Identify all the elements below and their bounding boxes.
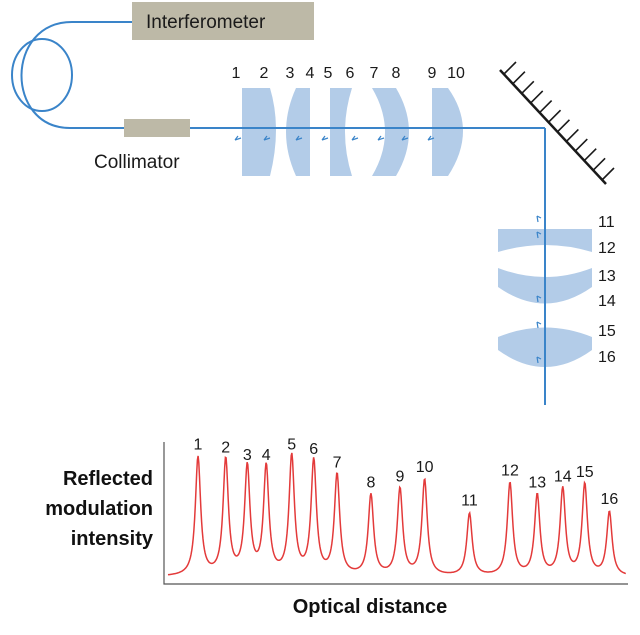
reflection-arrow [536, 215, 542, 223]
surface-label-13: 13 [598, 268, 616, 285]
peak-label-4: 4 [262, 447, 271, 464]
reflection-arrow [321, 135, 329, 141]
mirror-hatch-mark [521, 80, 535, 94]
reflection-arrow [377, 135, 385, 141]
reflection-arrow [536, 356, 542, 364]
peak-label-10: 10 [416, 459, 434, 476]
reflection-signal-curve [167, 452, 627, 576]
mirror-hatch-mark [539, 99, 553, 114]
lens-element-a [242, 88, 276, 176]
peak-label-6: 6 [309, 441, 318, 458]
interferometer-box [132, 2, 314, 40]
mirror-hatch-mark [530, 90, 544, 104]
peak-label-2: 2 [221, 439, 230, 456]
reflection-arrow [536, 231, 542, 239]
surface-label-12: 12 [598, 240, 616, 257]
y-axis-label: Reflected modulation intensity [45, 468, 154, 550]
surface-label-4: 4 [306, 65, 315, 82]
surface-label-14: 14 [598, 293, 616, 310]
reflection-arrow [427, 135, 435, 141]
peak-label-8: 8 [366, 474, 375, 491]
reflection-arrow [536, 295, 542, 303]
surface-label-5: 5 [324, 65, 333, 82]
surface-label-9: 9 [428, 65, 437, 82]
optical-fiber [20, 21, 132, 129]
fiber-coil [11, 38, 73, 112]
mirror-hatch-mark [574, 138, 588, 152]
peak-label-14: 14 [554, 468, 572, 485]
collimator-box [124, 119, 190, 137]
lens-element-e [432, 88, 463, 176]
peak-label-16: 16 [601, 491, 619, 508]
peak-label-15: 15 [576, 464, 594, 481]
mirror-hatch-mark [592, 157, 606, 171]
reflection-arrow [263, 135, 271, 141]
reflection-arrow [295, 135, 303, 141]
x-axis-label: Optical distance [293, 596, 448, 618]
interferometer-label: Interferometer [146, 12, 266, 33]
mirror-hatch-mark [601, 167, 615, 181]
peak-label-7: 7 [333, 455, 342, 472]
peak-label-13: 13 [528, 474, 546, 491]
lens-element-c [330, 88, 352, 176]
surface-label-3: 3 [286, 65, 295, 82]
peak-label-5: 5 [287, 436, 296, 453]
mirror-hatch-mark [565, 128, 579, 143]
surface-label-6: 6 [346, 65, 355, 82]
peak-label-9: 9 [396, 468, 405, 485]
fold-mirror [499, 61, 615, 185]
lens-element-b [286, 88, 310, 176]
y-axis-label-line-2: modulation [45, 498, 153, 520]
surface-label-16: 16 [598, 349, 616, 366]
peak-label-1: 1 [194, 436, 203, 453]
y-axis-label-line-3: intensity [71, 528, 154, 550]
mirror-hatch-mark [512, 71, 526, 85]
surface-label-15: 15 [598, 323, 616, 340]
surface-label-11: 11 [598, 214, 615, 231]
reflection-arrow [234, 135, 242, 141]
mirror-hatch-mark [503, 61, 517, 75]
mirror-hatch-mark [556, 119, 571, 133]
reflection-arrows [234, 135, 542, 364]
peak-label-11: 11 [461, 493, 478, 510]
lens-element-d [372, 88, 409, 176]
chart-axes [163, 442, 628, 585]
reflection-arrow [351, 135, 359, 141]
mirror-hatch-mark [583, 148, 597, 162]
surface-label-8: 8 [392, 65, 401, 82]
reflection-arrow [401, 135, 409, 141]
surface-label-1: 1 [232, 65, 241, 82]
mirror-hatch-mark [547, 109, 562, 123]
surface-label-10: 10 [447, 65, 465, 82]
surface-label-7: 7 [370, 65, 379, 82]
collimator-label: Collimator [94, 152, 180, 173]
peak-label-12: 12 [501, 462, 519, 479]
reflection-arrow [536, 321, 542, 329]
y-axis-label-line-1: Reflected [63, 468, 153, 490]
peak-label-3: 3 [243, 447, 252, 464]
surface-label-2: 2 [260, 65, 269, 82]
horizontal-lens-stack [242, 88, 463, 176]
